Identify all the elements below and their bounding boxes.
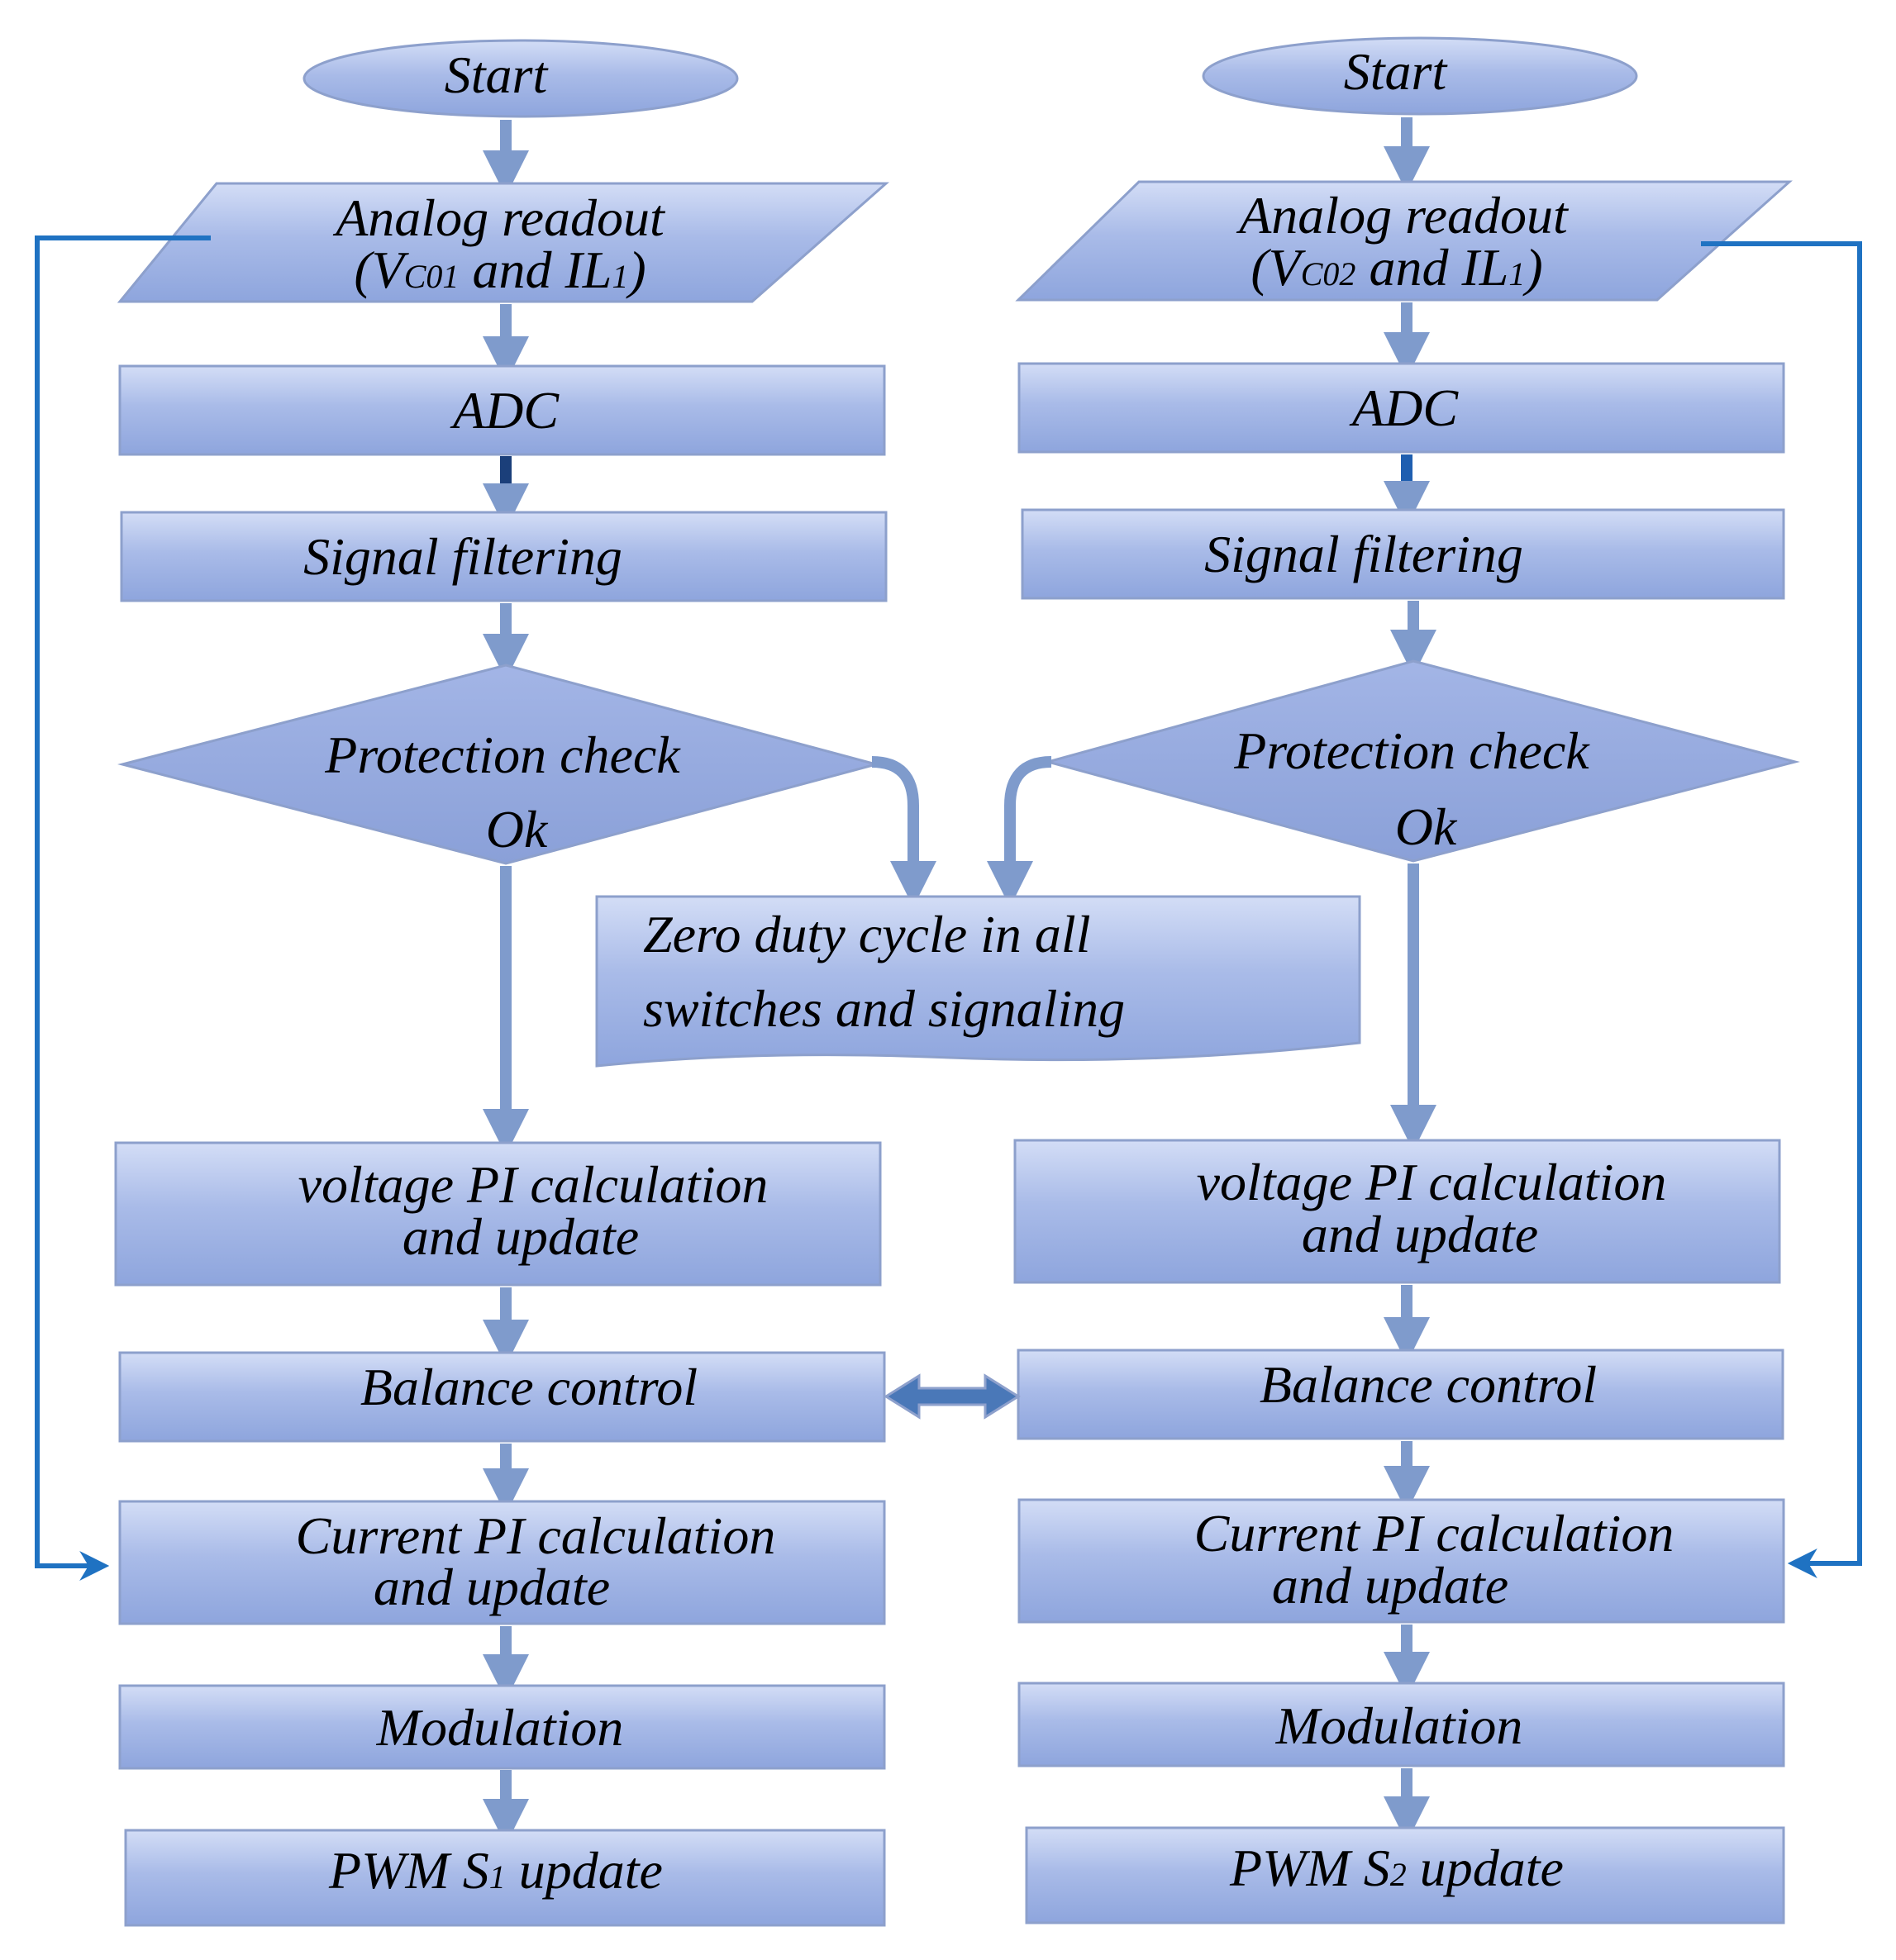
zero-duty-box: [595, 895, 1361, 1068]
zero-duty-line2: switches and signaling: [643, 979, 1125, 1038]
left-pwm-post: update: [506, 1841, 663, 1900]
left-start-label: Start: [445, 45, 550, 104]
right-loop-line: [1701, 241, 1862, 1578]
left-readout-end: ): [625, 240, 645, 299]
right-voltage-line1: voltage PI calculation: [1197, 1153, 1667, 1211]
right-modulation-box: [1017, 1682, 1785, 1767]
left-protection-label: Protection check: [324, 725, 681, 784]
left-current-box: [118, 1500, 886, 1625]
left-modulation-box: [118, 1684, 886, 1770]
right-readout-mid: and IL: [1355, 238, 1508, 297]
right-balance-label: Balance control: [1260, 1355, 1597, 1414]
right-voltage-box: [1013, 1139, 1781, 1284]
right-protection-diamond: [1043, 659, 1800, 863]
left-protection-diamond: [117, 664, 881, 865]
left-fault-arrow: [871, 756, 936, 907]
left-readout-parallelogram: [117, 182, 889, 303]
right-start-label: Start: [1344, 42, 1449, 101]
left-balance-label: Balance control: [360, 1358, 698, 1416]
right-readout-parallelogram: [1015, 180, 1793, 302]
left-current-line1: Current PI calculation: [296, 1506, 776, 1565]
right-readout-end: ): [1522, 238, 1542, 297]
left-filter-box: [120, 511, 888, 602]
right-current-line2: and update: [1272, 1556, 1508, 1615]
right-adc-label: ADC: [1349, 378, 1459, 437]
left-readout-sub2: 1: [612, 258, 628, 295]
left-readout-v: (V: [354, 240, 409, 299]
right-readout-line1: Analog readout: [1236, 186, 1570, 245]
right-pwm-sub: 2: [1390, 1856, 1407, 1893]
right-adc-box: [1017, 362, 1785, 454]
left-readout-sub: C01: [404, 258, 460, 295]
center-fault-branch: Zero duty cycle in all switches and sign…: [595, 756, 1361, 1420]
right-pwm-box: [1025, 1826, 1785, 1924]
right-readout-v: (V: [1251, 238, 1306, 297]
left-pwm-box: [124, 1829, 886, 1927]
left-pwm-sub: 1: [489, 1858, 506, 1896]
left-loop-line: [35, 235, 211, 1581]
left-current-line2: and update: [374, 1558, 610, 1616]
left-voltage-line1: voltage PI calculation: [298, 1155, 769, 1214]
right-voltage-line2: and update: [1302, 1205, 1538, 1263]
left-balance-box: [118, 1351, 886, 1443]
right-start-terminal: [1202, 36, 1638, 116]
left-adc-label: ADC: [450, 381, 560, 440]
right-branch: Start Analog readout (VC02 and IL1) ADC …: [1013, 36, 1862, 1924]
left-voltage-line2: and update: [403, 1207, 639, 1266]
right-modulation-label: Modulation: [1275, 1696, 1523, 1755]
right-current-box: [1017, 1498, 1785, 1624]
left-filter-label: Signal filtering: [303, 527, 622, 586]
left-readout-mid: and IL: [459, 240, 612, 299]
right-readout-line2: (VC02 and IL1): [1251, 238, 1542, 297]
left-pwm-label: PWM S1 update: [328, 1841, 663, 1900]
left-voltage-box: [114, 1141, 882, 1287]
left-readout-line1: Analog readout: [332, 188, 666, 247]
right-fault-arrow: [987, 756, 1052, 907]
left-start-terminal: [303, 39, 739, 118]
right-readout-sub: C02: [1301, 255, 1356, 293]
right-balance-box: [1017, 1349, 1784, 1440]
left-ok-label: Ok: [486, 800, 549, 859]
left-branch: Start Analog readout (VC01 and IL1) ADC …: [35, 39, 889, 1927]
left-readout-line2: (VC01 and IL1): [354, 240, 645, 299]
right-filter-box: [1021, 508, 1785, 600]
right-readout-sub2: 1: [1508, 255, 1525, 293]
right-filter-label: Signal filtering: [1204, 525, 1523, 583]
zero-duty-line1: Zero duty cycle in all: [643, 905, 1090, 963]
balance-link-double-arrow: [884, 1373, 1021, 1420]
left-pwm-pre: PWM S: [328, 1841, 489, 1900]
left-adc-box: [118, 364, 886, 456]
left-modulation-label: Modulation: [376, 1698, 624, 1757]
right-pwm-pre: PWM S: [1229, 1839, 1390, 1897]
right-pwm-label: PWM S2 update: [1229, 1839, 1564, 1897]
right-current-line1: Current PI calculation: [1194, 1504, 1674, 1563]
right-protection-label: Protection check: [1233, 721, 1590, 780]
right-ok-label: Ok: [1395, 797, 1458, 856]
right-pwm-post: update: [1407, 1839, 1564, 1897]
